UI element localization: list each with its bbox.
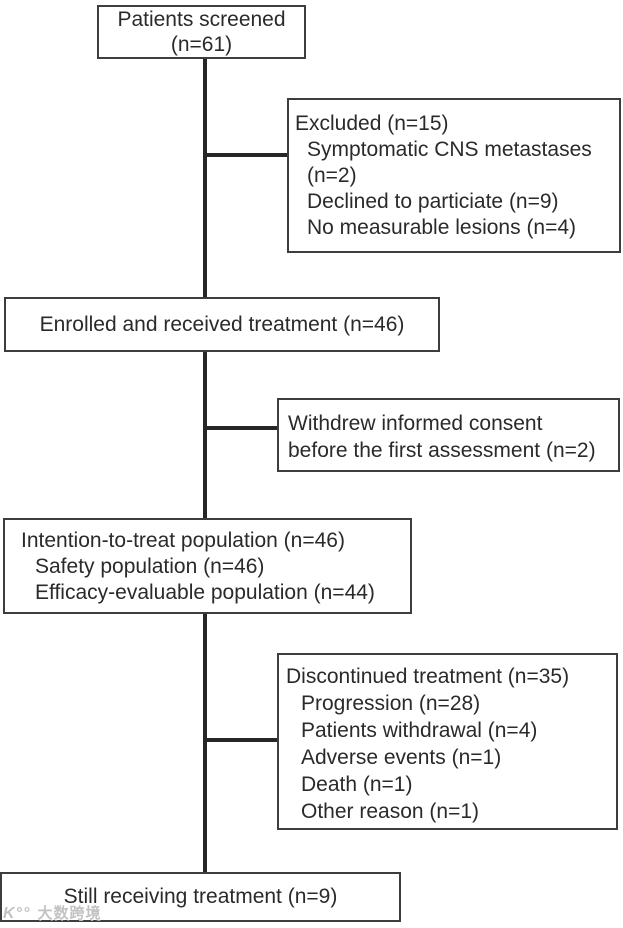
- excluded-title: Excluded (n=15): [295, 112, 449, 135]
- discontinued-item-adverse-events: Adverse events (n=1): [301, 746, 502, 769]
- flow-spine-line: [203, 58, 207, 872]
- watermark-text: 大数跨境: [37, 905, 102, 922]
- itt-item-safety: Safety population (n=46): [35, 555, 265, 578]
- withdrew-line-1: Withdrew informed consent: [288, 412, 543, 435]
- box-excluded: Excluded (n=15) Symptomatic CNS metastas…: [287, 98, 621, 253]
- excluded-item-cns-metastases: Symptomatic CNS metastases: [307, 138, 592, 161]
- itt-title: Intention-to-treat population (n=46): [21, 529, 345, 552]
- connector-withdrew-line: [205, 426, 279, 430]
- still-label: Still receiving treatment (n=9): [63, 885, 338, 908]
- connector-excluded-line: [205, 153, 289, 157]
- connector-discontinued-line: [205, 738, 279, 742]
- discontinued-item-death: Death (n=1): [301, 773, 413, 796]
- itt-item-efficacy: Efficacy-evaluable population (n=44): [35, 581, 375, 604]
- discontinued-item-other: Other reason (n=1): [301, 800, 480, 823]
- discontinued-title: Discontinued treatment (n=35): [286, 665, 570, 688]
- box-still-receiving: Still receiving treatment (n=9): [0, 872, 401, 922]
- box-intention-to-treat: Intention-to-treat population (n=46) Saf…: [3, 518, 412, 614]
- discontinued-item-withdrawal: Patients withdrawal (n=4): [301, 719, 538, 742]
- box-discontinued-treatment: Discontinued treatment (n=35) Progressio…: [277, 653, 618, 830]
- enrolled-label: Enrolled and received treatment (n=46): [39, 312, 405, 336]
- discontinued-item-progression: Progression (n=28): [301, 692, 481, 715]
- watermark: K°° 大数跨境: [3, 901, 102, 927]
- watermark-logo-icon: K°°: [3, 905, 31, 922]
- excluded-item-cns-metastases-n: (n=2): [307, 164, 357, 187]
- box-enrolled: Enrolled and received treatment (n=46): [4, 297, 440, 352]
- withdrew-line-2: before the first assessment (n=2): [288, 439, 596, 462]
- excluded-item-no-lesions: No measurable lesions (n=4): [307, 216, 577, 239]
- excluded-item-declined: Declined to particiate (n=9): [307, 190, 559, 213]
- box-withdrew-consent: Withdrew informed consent before the fir…: [277, 398, 620, 472]
- screened-line-1: Patients screened: [117, 8, 286, 31]
- screened-line-2: (n=61): [170, 33, 233, 56]
- box-patients-screened: Patients screened (n=61): [97, 5, 306, 59]
